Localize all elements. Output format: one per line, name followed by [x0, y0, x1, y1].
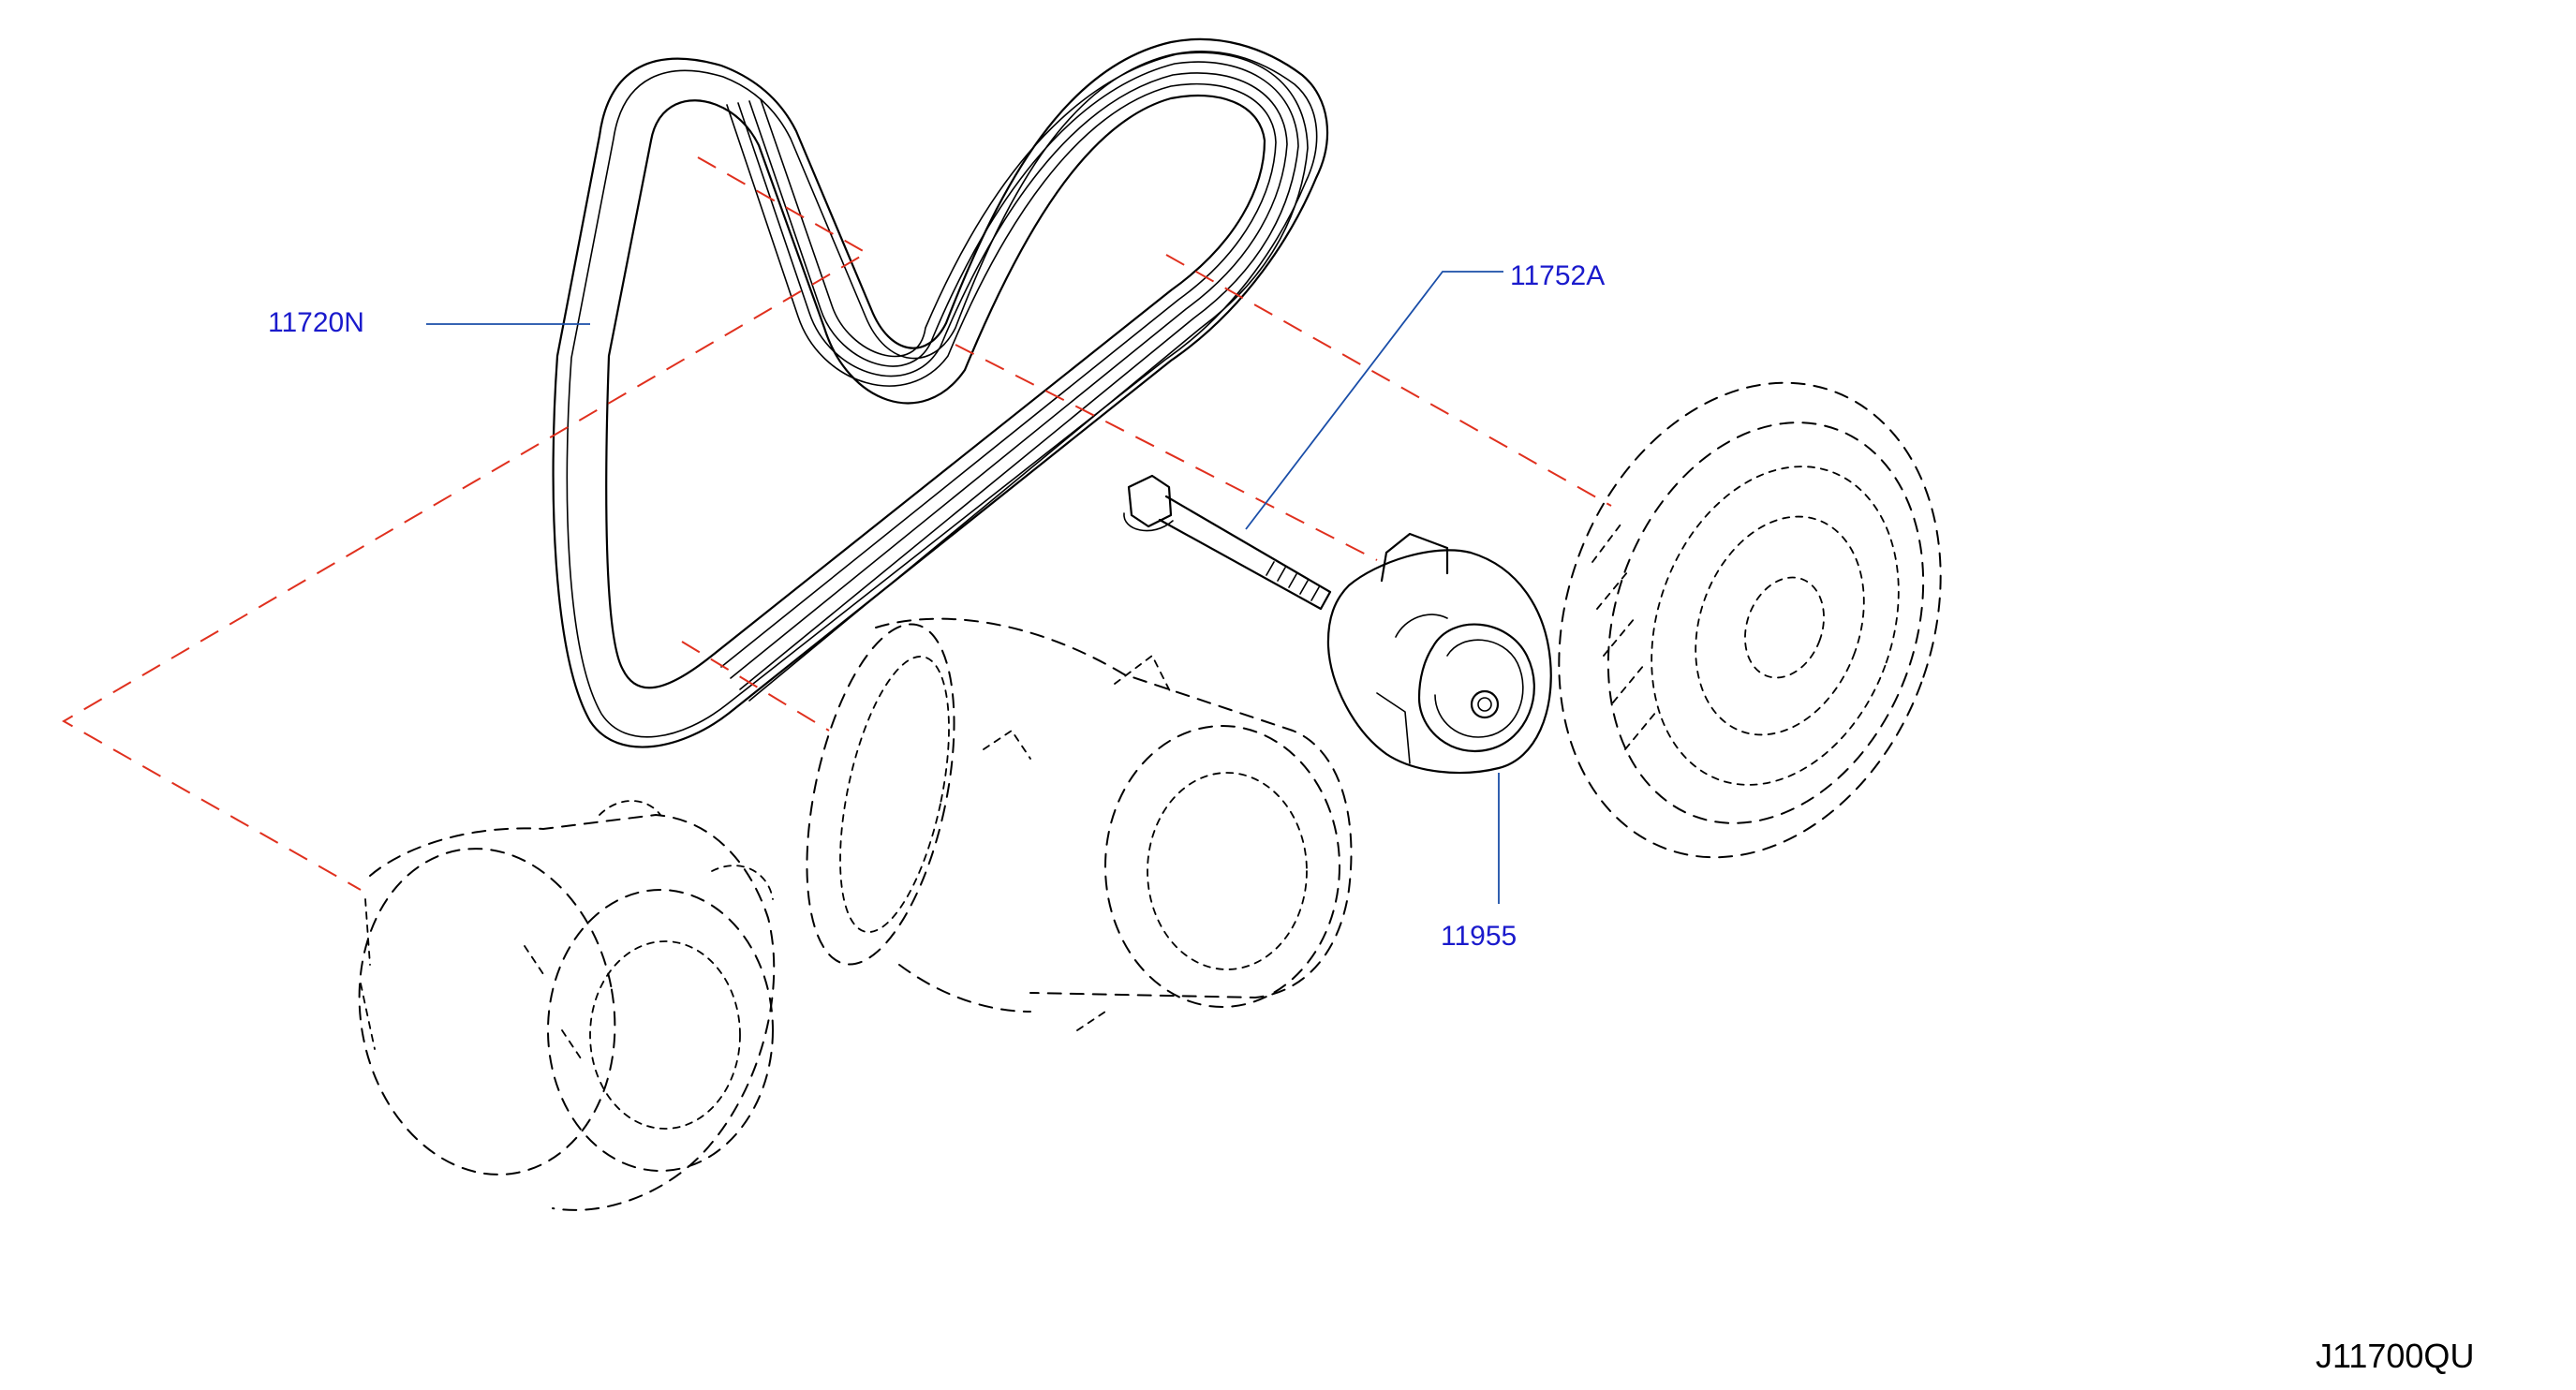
assembly-line-tensioner [955, 344, 1378, 561]
belt-tensioner[interactable] [1326, 532, 1552, 775]
alternator-phantom [358, 800, 776, 1211]
drive-belt[interactable] [552, 37, 1329, 748]
ac-compressor-phantom [806, 617, 1353, 1031]
belt-inner-edge [605, 94, 1266, 689]
crankshaft-pulley-phantom [1558, 381, 1942, 859]
tensioner-arm [1380, 532, 1449, 583]
tensioner-pulley-face [1417, 623, 1535, 752]
part-number-tensioner[interactable]: 11955 [1441, 921, 1517, 952]
belt-rib-3 [739, 61, 1299, 690]
belt-outer-edge [552, 37, 1329, 748]
assembly-line-alternator [61, 156, 869, 891]
belt-outer-thickness [566, 51, 1318, 738]
tensioner-bracket [1376, 614, 1448, 764]
belt-rib-2 [730, 72, 1288, 679]
tensioner-body [1326, 549, 1552, 775]
leader-lines [426, 271, 1503, 904]
tensioner-pulley-rim [1434, 639, 1524, 738]
tensioner-bolt[interactable] [1123, 474, 1332, 611]
tensioner-hub [1470, 689, 1500, 719]
bolt-shank [1158, 495, 1332, 611]
part-number-belt[interactable]: 11720N [268, 307, 364, 338]
bolt-head [1127, 474, 1173, 528]
bolt-thread [1266, 561, 1320, 601]
assembly-lines [61, 156, 1612, 891]
assembly-line-compressor [681, 641, 830, 732]
leader-bolt [1245, 271, 1503, 530]
belt-rib-4 [748, 52, 1309, 702]
part-number-bolt[interactable]: 11752A [1510, 260, 1606, 291]
assembly-line-crank [1165, 254, 1612, 507]
belt-rib-1 [720, 82, 1277, 668]
tensioner-hub-inner [1477, 697, 1492, 712]
figure-code: J11700QU [2316, 1337, 2475, 1375]
